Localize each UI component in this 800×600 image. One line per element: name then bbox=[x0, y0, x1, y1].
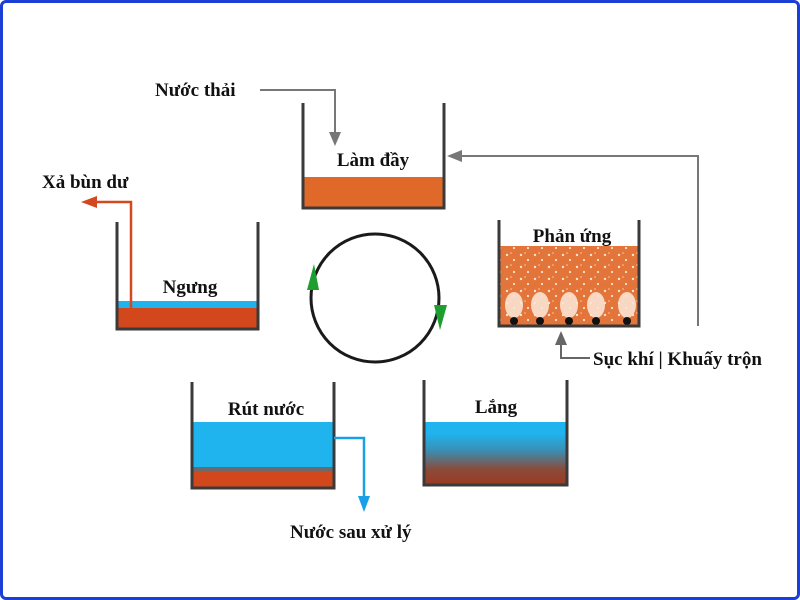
sludge-waste-arrow bbox=[81, 196, 133, 318]
tank-react: Phản ứng bbox=[497, 220, 641, 328]
label-sludge-waste: Xả bùn dư bbox=[42, 172, 129, 193]
effluent-arrow bbox=[334, 436, 370, 512]
tank-react-walls bbox=[497, 220, 641, 328]
tank-draw-walls bbox=[190, 382, 336, 490]
tank-settle-walls bbox=[422, 380, 569, 487]
tank-fill-sludge bbox=[303, 177, 444, 208]
cycle-arrow-left bbox=[307, 264, 319, 290]
tank-fill: Làm đầy bbox=[301, 103, 446, 210]
tank-draw: Rút nước bbox=[190, 382, 336, 490]
inflow-arrow bbox=[260, 89, 341, 146]
tank-settle-layers bbox=[424, 422, 567, 485]
label-idle: Ngưng bbox=[163, 277, 218, 298]
tank-draw-interface bbox=[192, 467, 334, 471]
label-effluent: Nước sau xử lý bbox=[290, 522, 412, 543]
label-fill: Làm đầy bbox=[337, 150, 410, 171]
cycle-arrow-right bbox=[434, 305, 447, 330]
aeration-arrow bbox=[555, 331, 590, 359]
tank-idle-water bbox=[117, 301, 258, 308]
label-draw: Rút nước bbox=[228, 399, 304, 420]
aeration-bubble-plumes bbox=[505, 292, 636, 318]
tank-fill-walls bbox=[301, 103, 446, 210]
tank-draw-sludge bbox=[192, 471, 334, 488]
label-settle: Lắng bbox=[475, 397, 518, 418]
label-inflow: Nước thải bbox=[155, 80, 236, 101]
label-react: Phản ứng bbox=[533, 226, 612, 247]
tank-draw-water bbox=[192, 422, 334, 467]
cycle-indicator bbox=[307, 232, 447, 364]
tank-idle: Ngưng bbox=[115, 222, 260, 331]
tank-settle: Lắng bbox=[422, 380, 569, 487]
tank-idle-walls bbox=[115, 222, 260, 331]
cycle-circle bbox=[309, 232, 441, 364]
aerator-diffusers bbox=[510, 317, 631, 325]
label-aeration: Sục khí | Khuấy trộn bbox=[593, 349, 762, 370]
return-arrow bbox=[447, 150, 699, 326]
tank-idle-sludge bbox=[117, 308, 258, 329]
